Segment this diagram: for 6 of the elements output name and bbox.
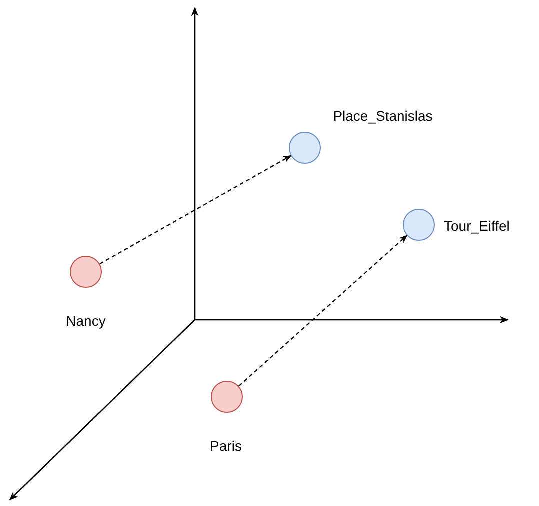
point-label: Nancy bbox=[66, 313, 106, 329]
point-label: Paris bbox=[210, 438, 242, 454]
point-label: Tour_Eiffel bbox=[444, 218, 510, 234]
arrow bbox=[238, 235, 408, 387]
arrow bbox=[100, 155, 292, 265]
point-label: Place_Stanislas bbox=[333, 108, 433, 124]
